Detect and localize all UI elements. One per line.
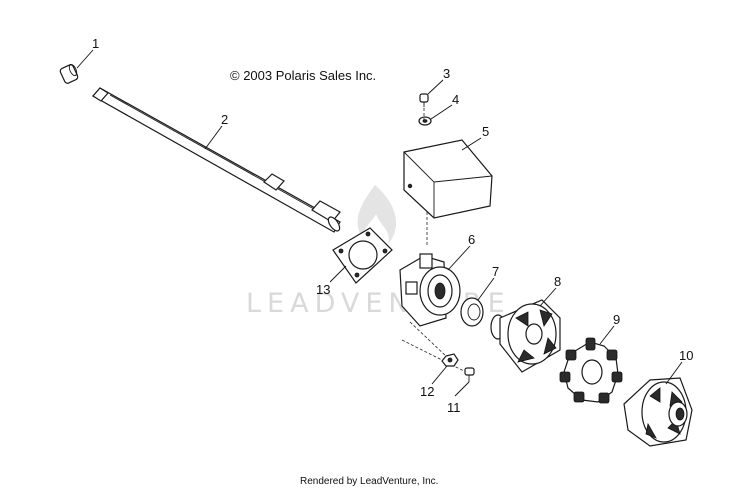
callout-3: 3 <box>443 66 450 81</box>
part-1-bushing <box>59 63 79 84</box>
callout-10: 10 <box>679 348 693 363</box>
callout-1: 1 <box>92 36 99 51</box>
callout-9: 9 <box>613 312 620 327</box>
part-12-nut <box>441 353 459 367</box>
part-7-seal <box>460 297 484 327</box>
part-5-cover <box>403 139 493 219</box>
watermark-flame-icon <box>357 185 397 244</box>
part-3-screw <box>419 93 429 107</box>
callout-4: 4 <box>452 92 459 107</box>
callout-12: 12 <box>420 384 434 399</box>
part-13-gasket <box>332 227 393 284</box>
copyright-text: © 2003 Polaris Sales Inc. <box>230 68 376 83</box>
part-11-bolt <box>464 367 475 382</box>
part-6-bearing-housing <box>399 253 461 327</box>
callout-6: 6 <box>468 232 475 247</box>
leader-lines <box>76 49 683 397</box>
callout-7: 7 <box>492 264 499 279</box>
part-8-coupler <box>490 299 561 373</box>
part-10-hub <box>623 377 693 447</box>
callout-13: 13 <box>316 282 330 297</box>
part-2-shaft <box>92 87 341 233</box>
part-9-spider <box>559 337 623 404</box>
guide-line <box>409 321 449 359</box>
footer-text: Rendered by LeadVenture, Inc. <box>300 476 438 487</box>
callout-8: 8 <box>554 274 561 289</box>
callout-2: 2 <box>221 112 228 127</box>
callout-labels: 1 2 3 4 5 6 7 8 9 10 11 12 13 <box>92 36 693 415</box>
guide-line <box>401 339 467 373</box>
part-4-washer <box>418 116 432 126</box>
callout-5: 5 <box>482 124 489 139</box>
callout-11: 11 <box>447 400 461 415</box>
